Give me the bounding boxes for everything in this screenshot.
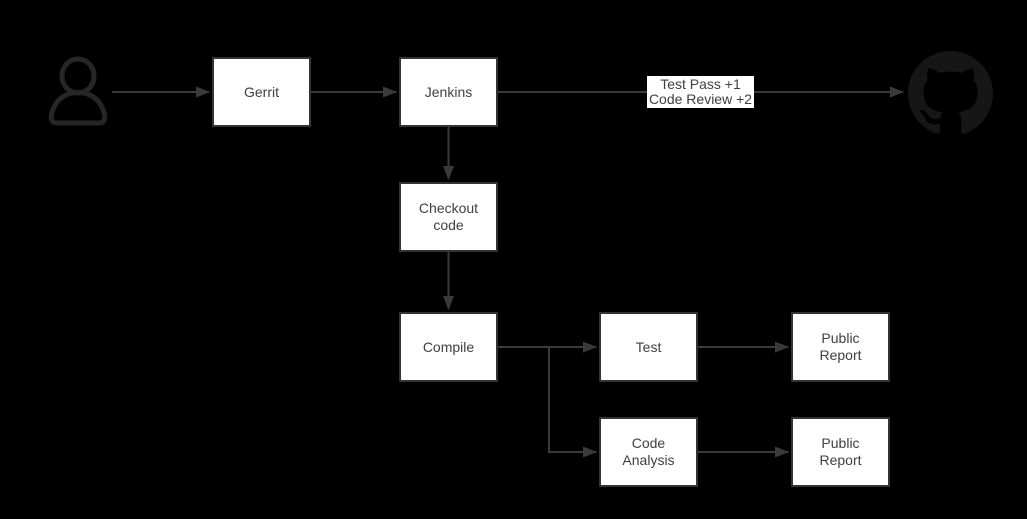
node-code-analysis: Code Analysis [599,417,698,487]
person-icon [48,56,108,126]
node-public-report-analysis: Public Report [791,417,890,487]
node-test: Test [599,312,698,382]
edge-compile-code-analysis [548,347,597,458]
node-public-report-test: Public Report [791,312,890,382]
node-compile: Compile [399,312,498,382]
node-jenkins: Jenkins [399,57,498,127]
node-checkout-code: Checkout code [399,182,498,252]
node-gerrit: Gerrit [212,57,311,127]
github-icon [908,51,993,134]
edge-label-review-score: Test Pass +1 Code Review +2 [647,76,754,108]
